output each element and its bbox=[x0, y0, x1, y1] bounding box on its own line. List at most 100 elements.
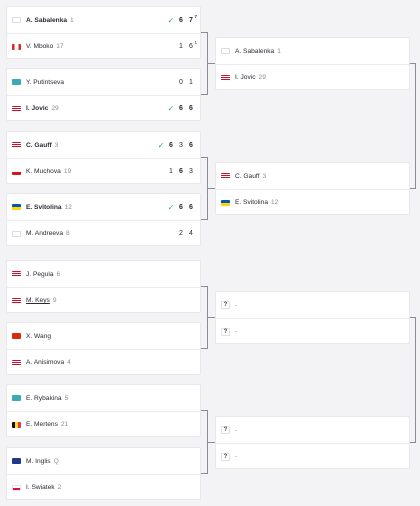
player-seed: Q bbox=[53, 457, 59, 465]
player-seed: 5 bbox=[64, 394, 69, 402]
player-row[interactable]: C. Gauff 3 bbox=[216, 163, 409, 189]
flag-icon bbox=[12, 484, 21, 491]
player-seed: 9 bbox=[52, 297, 57, 304]
player-row[interactable]: ? - bbox=[216, 318, 409, 344]
player-row[interactable]: M. Andreeva 8 2 4 bbox=[7, 220, 200, 246]
set-score: 2 bbox=[179, 230, 183, 237]
player-name[interactable]: M. Keys bbox=[26, 297, 50, 304]
player-name: - bbox=[235, 301, 238, 309]
bracket-connector bbox=[207, 188, 215, 189]
set-score: 3 bbox=[179, 141, 183, 149]
match-card-qf-2[interactable]: C. Gauff 3 E. Svitolina 12 bbox=[215, 162, 410, 215]
flag-icon bbox=[12, 359, 21, 366]
match-card-r1-4[interactable]: E. Svitolina 12 ✓ 6 6 M. Andreeva 8 2 4 bbox=[6, 193, 201, 246]
player-row[interactable]: I. Jovic 29 bbox=[216, 64, 409, 90]
player-row[interactable]: I. Jovic 29 ✓ 6 6 bbox=[7, 95, 200, 121]
player-seed: 12 bbox=[271, 199, 279, 206]
player-name: E. Rybakina bbox=[26, 394, 62, 402]
player-name: I. Swiatek bbox=[26, 484, 55, 491]
player-row[interactable]: ? - bbox=[216, 292, 409, 318]
player-name: M. Inglis bbox=[26, 457, 51, 465]
winner-check-icon: ✓ bbox=[167, 104, 175, 113]
match-card-qf-1[interactable]: A. Sabalenka 1 I. Jovic 29 bbox=[215, 37, 410, 90]
player-seed: 12 bbox=[64, 203, 72, 211]
match-card-r1-5[interactable]: J. Pegula 6 M. Keys 9 bbox=[6, 260, 201, 313]
bracket-connector bbox=[201, 286, 208, 287]
bracket-connector bbox=[415, 63, 416, 189]
player-name: - bbox=[235, 426, 238, 434]
flag-icon bbox=[12, 168, 21, 175]
flag-icon bbox=[12, 458, 21, 464]
player-row[interactable]: K. Muchova 19 1 6 3 bbox=[7, 158, 200, 184]
flag-icon bbox=[12, 204, 21, 210]
player-name: K. Muchova bbox=[26, 168, 61, 175]
player-row[interactable]: J. Pegula 6 bbox=[7, 261, 200, 287]
player-row[interactable]: X. Wang bbox=[7, 323, 200, 349]
flag-icon bbox=[221, 173, 230, 179]
player-seed: 19 bbox=[63, 168, 72, 175]
match-card-r1-6[interactable]: X. Wang A. Anisimova 4 bbox=[6, 322, 201, 375]
bracket-connector bbox=[410, 442, 416, 443]
player-row[interactable]: E. Mertens 21 bbox=[7, 411, 200, 437]
flag-icon bbox=[12, 142, 21, 148]
player-name: E. Svitolina bbox=[235, 199, 268, 206]
set-score: 6 bbox=[189, 105, 193, 112]
set-score: 1 bbox=[169, 168, 173, 175]
match-card-r1-8[interactable]: M. Inglis Q I. Swiatek 2 bbox=[6, 447, 201, 500]
flag-icon bbox=[12, 230, 21, 237]
player-row[interactable]: M. Keys 9 bbox=[7, 287, 200, 313]
match-card-r1-7[interactable]: E. Rybakina 5 E. Mertens 21 bbox=[6, 384, 201, 437]
set-score: 6 bbox=[179, 105, 183, 112]
player-seed: 6 bbox=[56, 270, 61, 278]
bracket-connector bbox=[201, 473, 208, 474]
bracket-connector bbox=[201, 219, 208, 220]
player-row[interactable]: Y. Putintseva 0 1 bbox=[7, 69, 200, 95]
player-name: J. Pegula bbox=[26, 270, 54, 278]
question-icon: ? bbox=[221, 452, 230, 461]
player-row[interactable]: E. Svitolina 12 bbox=[216, 189, 409, 215]
player-seed: 17 bbox=[56, 43, 64, 50]
player-row[interactable]: ? - bbox=[216, 417, 409, 443]
player-row[interactable]: A. Sabalenka 1 bbox=[216, 38, 409, 64]
player-name: E. Svitolina bbox=[26, 203, 62, 211]
flag-icon bbox=[221, 74, 230, 81]
player-row[interactable]: I. Swiatek 2 bbox=[7, 474, 200, 500]
player-row[interactable]: A. Anisimova 4 bbox=[7, 349, 200, 375]
player-row[interactable]: ? - bbox=[216, 443, 409, 469]
set-score: 3 bbox=[189, 168, 193, 175]
set-score: 6 bbox=[179, 168, 183, 175]
flag-icon bbox=[12, 333, 21, 339]
question-icon: ? bbox=[221, 301, 230, 309]
player-name: A. Anisimova bbox=[26, 359, 65, 366]
player-seed: 1 bbox=[277, 47, 281, 55]
player-row[interactable]: M. Inglis Q bbox=[7, 448, 200, 474]
player-name: Y. Putintseva bbox=[26, 78, 65, 86]
match-card-r1-2[interactable]: Y. Putintseva 0 1 I. Jovic 29 ✓ 6 6 bbox=[6, 68, 201, 121]
set-score: 0 bbox=[179, 78, 183, 86]
flag-icon bbox=[12, 271, 21, 277]
match-card-qf-3[interactable]: ? - ? - bbox=[215, 291, 410, 344]
match-card-qf-4[interactable]: ? - ? - bbox=[215, 416, 410, 469]
player-seed: 3 bbox=[262, 172, 267, 180]
match-card-r1-3[interactable]: C. Gauff 3 ✓ 6 3 6 K. Muchova 19 1 6 3 bbox=[6, 131, 201, 184]
player-row[interactable]: E. Svitolina 12 ✓ 6 6 bbox=[7, 194, 200, 220]
player-name: - bbox=[235, 453, 238, 460]
set-score: 6 bbox=[169, 141, 173, 149]
player-name: A. Sabalenka bbox=[235, 47, 275, 55]
player-seed: 8 bbox=[66, 230, 70, 237]
player-row[interactable]: C. Gauff 3 ✓ 6 3 6 bbox=[7, 132, 200, 158]
player-seed: 1 bbox=[70, 16, 74, 24]
player-name: C. Gauff bbox=[235, 172, 260, 180]
player-name: I. Jovic bbox=[26, 105, 49, 112]
bracket-connector bbox=[410, 188, 416, 189]
bracket-connector bbox=[207, 317, 215, 318]
bracket-connector bbox=[410, 317, 416, 318]
player-row[interactable]: E. Rybakina 5 bbox=[7, 385, 200, 411]
flag-icon bbox=[12, 421, 21, 428]
question-icon: ? bbox=[221, 327, 230, 336]
